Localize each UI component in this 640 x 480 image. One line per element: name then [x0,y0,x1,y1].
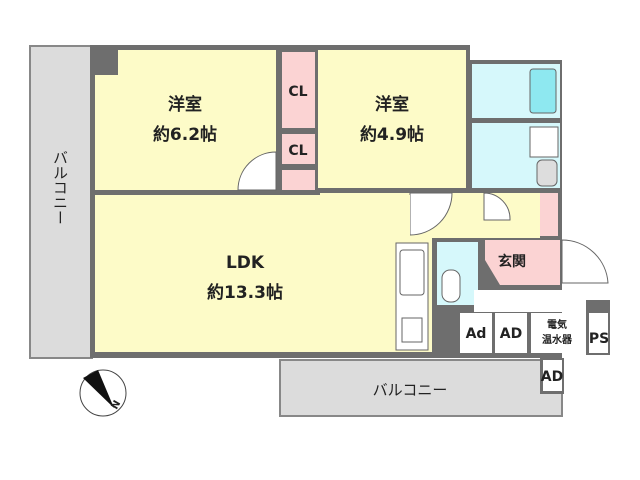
western-room-2 [318,50,466,188]
closet-1 [282,52,315,128]
western-room-1 [95,50,276,190]
closet-2-label: CL [288,143,307,159]
ad-3-label: AD [541,369,563,385]
ldk-name: LDK [226,253,265,273]
water-heater [531,313,583,353]
ldk [95,195,432,352]
door [483,192,511,221]
western-room-2-area: 約4.9帖 [360,124,424,145]
ad-box-3 [543,360,562,391]
kitchen-sink [399,249,425,296]
balcony-bottom [279,359,563,417]
closet-1-label: CL [288,84,307,100]
western-room-2-name: 洋室 [375,94,409,115]
ad-box-1 [460,313,492,353]
water-heater-label-1: 電気 [547,318,567,331]
bathtub [529,68,557,114]
ps-label: PS [589,331,609,347]
ad-2-label: AD [500,326,522,342]
ad-box-2 [495,313,527,353]
closet-2 [282,134,315,164]
cutout [470,45,562,60]
entrance-label: 玄関 [498,253,526,270]
balcony-side-label: バルコニー [51,150,69,225]
water-heater-label-2: 温水器 [542,333,573,346]
front-door[interactable] [561,239,609,284]
ps-box [589,313,608,353]
stove [401,317,423,343]
western-room-1-area: 約6.2帖 [153,124,217,145]
door [237,151,277,191]
shoe-closet [540,193,558,236]
toilet [441,269,461,303]
washer-space [529,126,559,158]
door [409,192,453,236]
western-room-1-name: 洋室 [168,94,202,115]
ldk-area: 約13.3帖 [207,282,283,303]
utility-space [474,290,564,312]
compass-icon: N [79,369,127,417]
ad-1-label: Ad [466,326,487,342]
balcony-side [29,45,93,359]
sink [536,159,558,187]
closet-strip [282,170,315,190]
entrance [485,240,560,285]
balcony-bottom-label: バルコニー [373,381,448,399]
